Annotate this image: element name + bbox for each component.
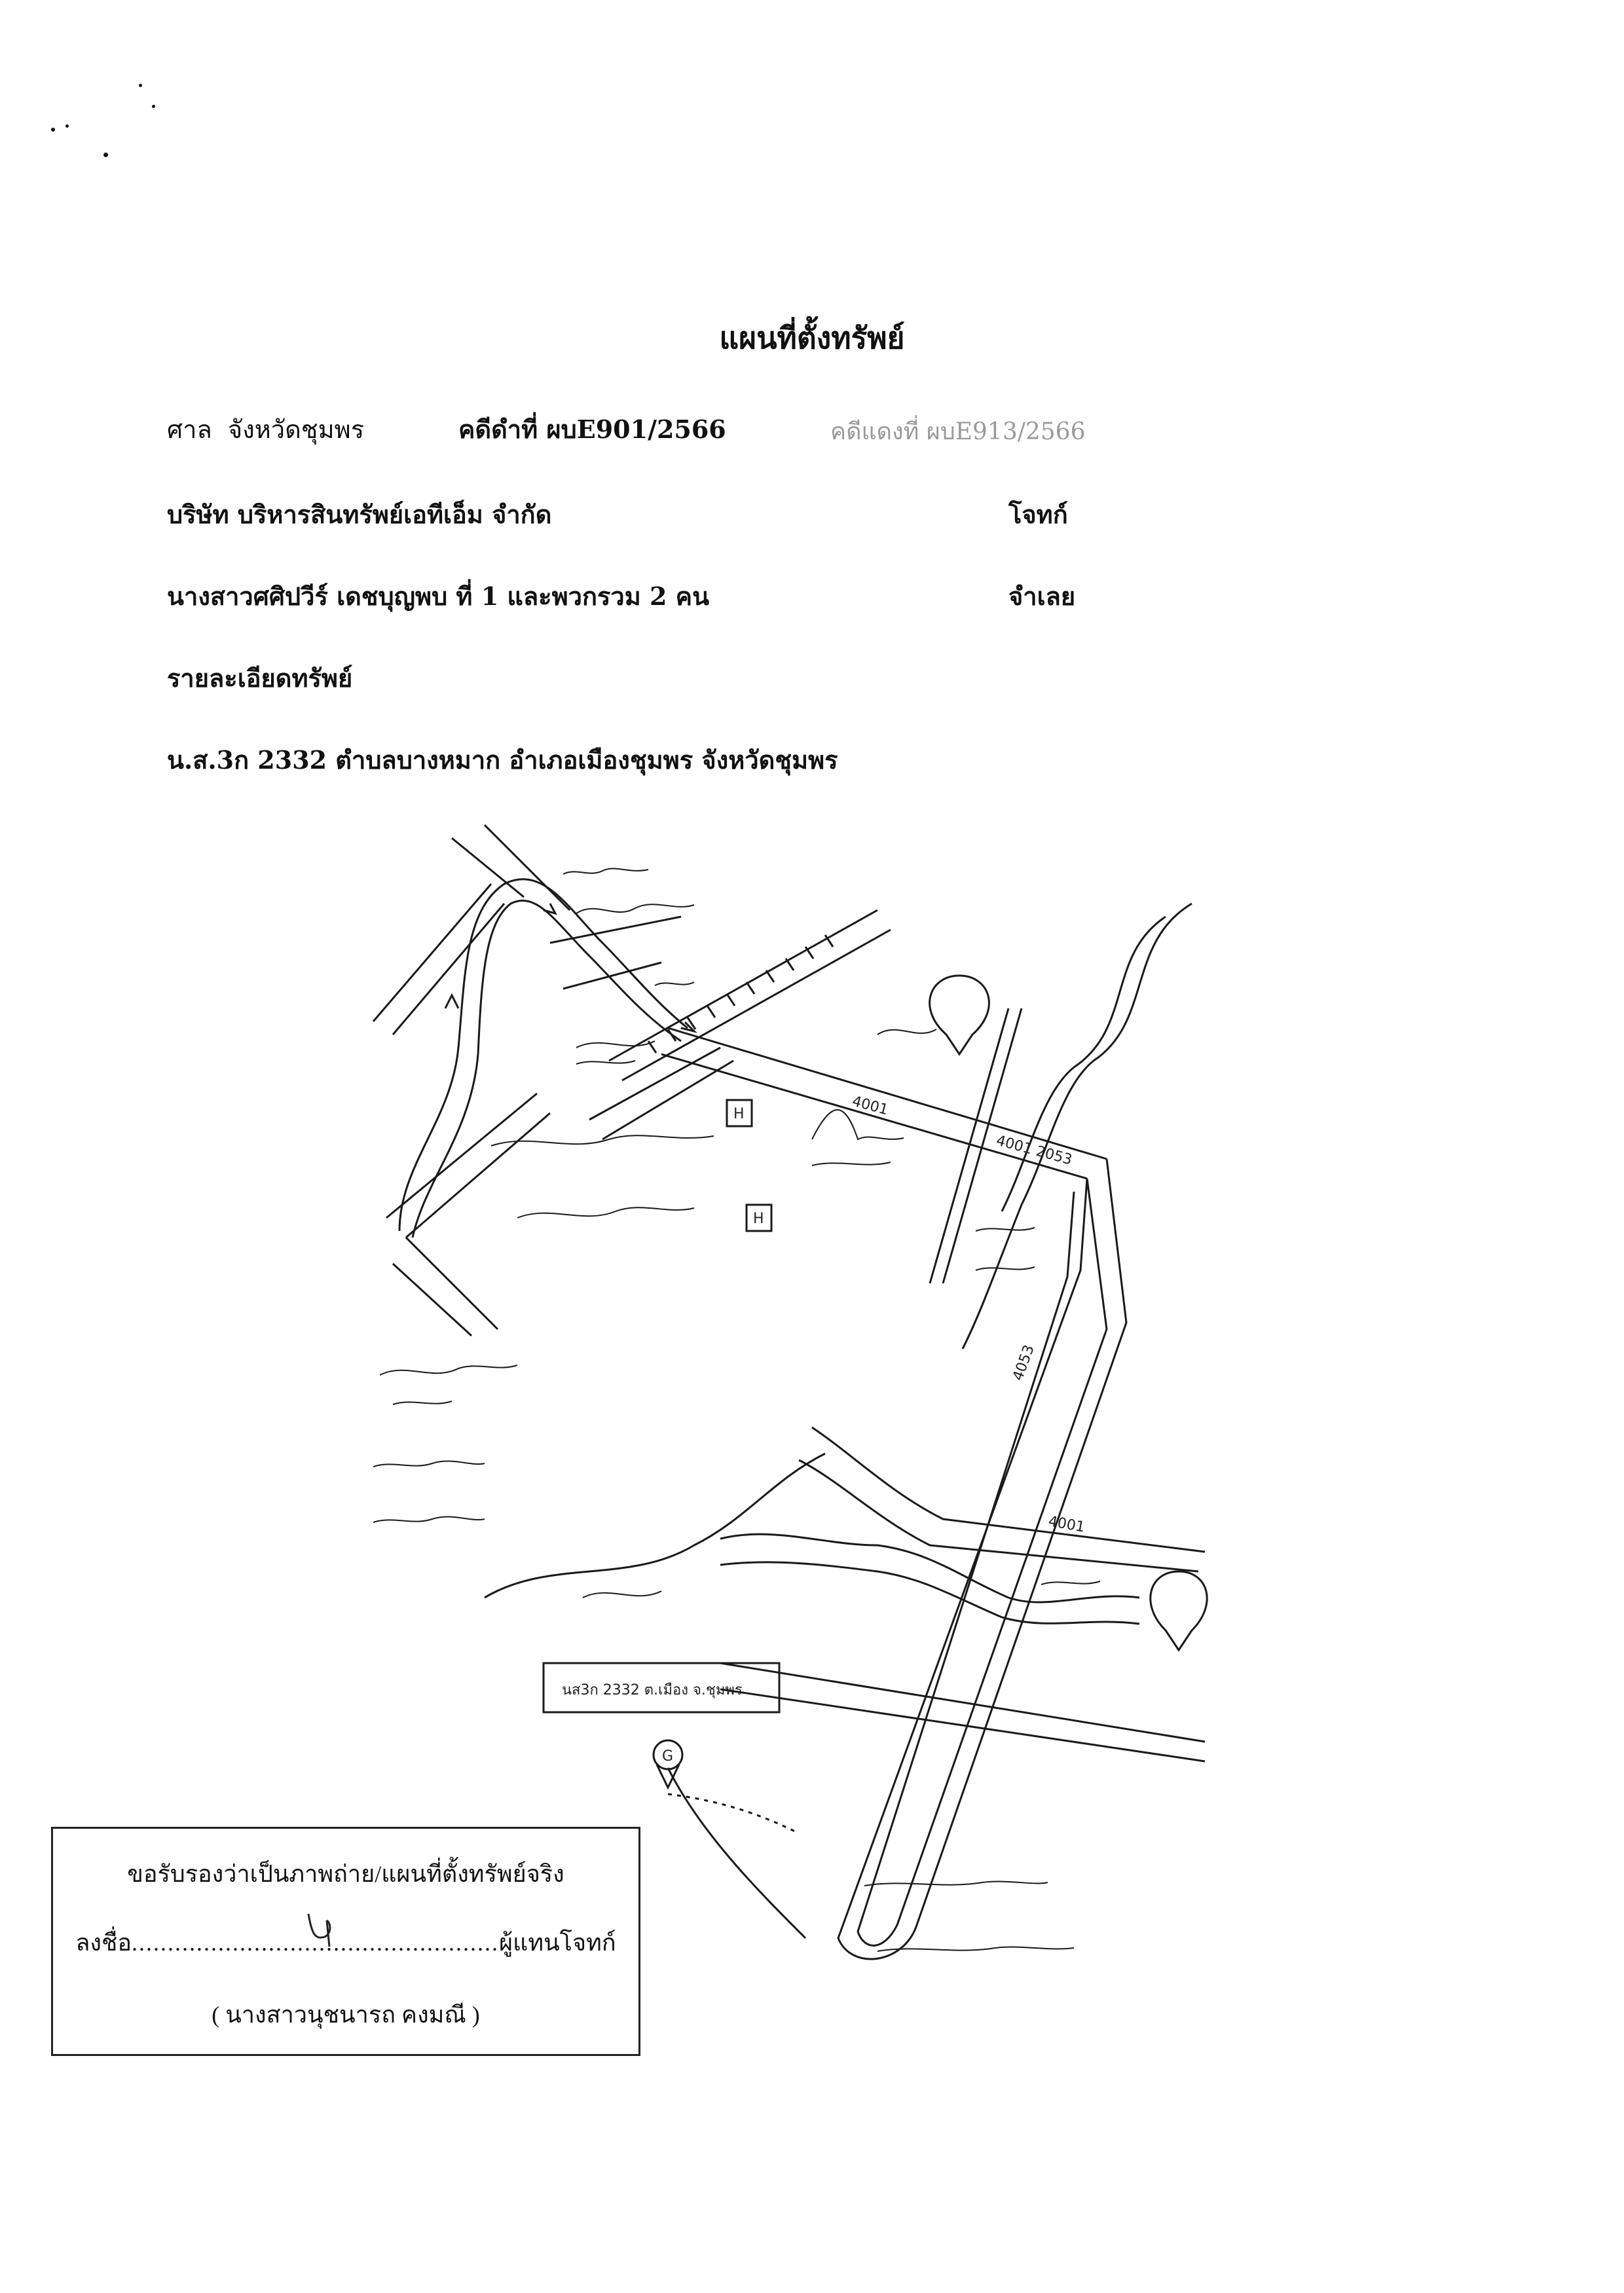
- road-line: [589, 1046, 734, 1141]
- hospital-pin-label: H: [753, 1211, 764, 1227]
- plaintiff-name: บริษัท บริหารสินทรัพย์เอทีเอ็ม จำกัด: [167, 500, 552, 529]
- defendant-role: จำเลย: [1008, 581, 1076, 611]
- river: [961, 902, 1192, 1349]
- hospital-pin: [745, 1203, 773, 1232]
- railway: [608, 909, 891, 1082]
- road-number-label: 4053: [1010, 1343, 1038, 1383]
- road-line: [484, 1452, 826, 1599]
- handwritten-note: [373, 1460, 485, 1523]
- railway-ties: [647, 934, 834, 1054]
- property-label-box: [542, 1662, 781, 1714]
- handwritten-note: [379, 1365, 518, 1405]
- scan-speck: [65, 124, 69, 128]
- certification-box: ขอรับรองว่าเป็นภาพถ่าย/แผนที่ตั้งทรัพย์จ…: [51, 1827, 640, 2056]
- road-line: [549, 915, 682, 990]
- handwritten-signature: [307, 1913, 331, 1947]
- handwritten-note: [582, 1590, 662, 1598]
- plaintiff-role: โจทก์: [1008, 500, 1068, 529]
- road-line: [720, 1662, 1206, 1763]
- page-title: แผนที่ตั้งทรัพย์: [719, 320, 905, 356]
- route-path: [411, 900, 682, 1238]
- signature-prefix: ลงชื่อ: [75, 1930, 132, 1956]
- main-road: [857, 1178, 1108, 1947]
- road-line: [451, 824, 571, 911]
- scan-speck: [51, 128, 55, 132]
- road-line: [386, 1092, 551, 1239]
- handwritten-note: [975, 1227, 1035, 1271]
- hospital-pin: [726, 1099, 753, 1128]
- route-path: [398, 878, 688, 1232]
- dotted-path: [667, 1793, 800, 1835]
- road-line: [811, 1426, 1206, 1553]
- location-map: นส3ก 2332 ต.เมือง จ.ชุมพร G H H 4001 400…: [372, 824, 1208, 1960]
- main-road: [661, 1027, 1107, 1180]
- road-line: [929, 1008, 1023, 1284]
- scan-speck: [139, 84, 142, 87]
- direction-arrow: [444, 903, 697, 1033]
- main-road: [837, 1158, 1128, 1960]
- representative-name: ( นางสาวนุชนารถ คงมณี ): [212, 2002, 480, 2028]
- certification-statement: ขอรับรองว่าเป็นภาพถ่าย/แผนที่ตั้งทรัพย์จ…: [127, 1861, 564, 1887]
- red-case-number: คดีแดงที่ ผบE913/2566: [830, 418, 1086, 445]
- handwritten-note: [490, 1135, 714, 1146]
- road-line: [667, 1767, 807, 1939]
- defendant-name: นางสาวศศิปวีร์ เดชบุญพบ ที่ 1 และพวกรวม …: [167, 581, 710, 611]
- black-case-number: คดีดำที่ ผบE901/2566: [458, 414, 726, 444]
- handwritten-note: [1041, 1581, 1101, 1585]
- details-heading: รายละเอียดทรัพย์: [167, 663, 353, 693]
- property-pin-tail: [655, 1764, 680, 1790]
- river: [720, 1533, 1140, 1604]
- river: [1001, 915, 1166, 1212]
- road-line: [392, 1236, 499, 1337]
- handwritten-note: [576, 981, 695, 1065]
- handwritten-note: [877, 1029, 937, 1035]
- signature-suffix: ผู้แทนโจทก์: [499, 1930, 616, 1956]
- property-pin: [652, 1739, 684, 1770]
- signature-line: ลงชื่อ..................................…: [53, 1924, 638, 1961]
- road-line: [372, 883, 506, 1035]
- road-line: [798, 1459, 1199, 1573]
- court-line: ศาล จังหวัดชุมพร: [167, 409, 364, 449]
- court-label: ศาล: [167, 415, 212, 444]
- handwritten-note: [563, 868, 695, 914]
- restaurant-pin: [929, 974, 990, 1056]
- court-value: จังหวัดชุมพร: [227, 415, 365, 444]
- property-description: น.ส.3ก 2332 ตำบลบางหมาก อำเภอเมืองชุมพร …: [167, 745, 838, 775]
- scan-speck: [152, 105, 155, 108]
- scan-speck: [103, 153, 108, 157]
- handwritten-note: [811, 1109, 904, 1166]
- property-pin-label: G: [662, 1748, 673, 1765]
- temple-pin: [1149, 1570, 1208, 1652]
- handwritten-note: [517, 1207, 695, 1219]
- river: [720, 1561, 1140, 1625]
- hospital-pin-label: H: [733, 1106, 745, 1122]
- handwritten-note: [864, 1880, 1075, 1952]
- property-box-text: นส3ก 2332 ต.เมือง จ.ชุมพร: [562, 1682, 743, 1698]
